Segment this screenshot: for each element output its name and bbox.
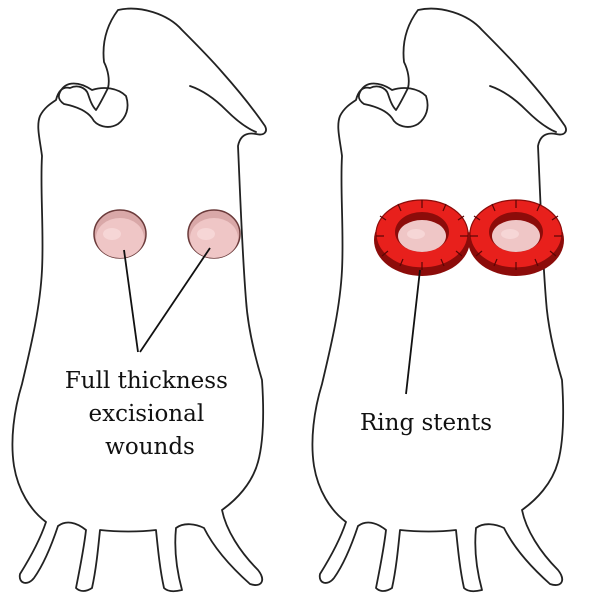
wound-label: Full thickness excisional wounds: [65, 368, 235, 460]
wound-right: [188, 210, 240, 258]
ring-stent-left: [374, 200, 470, 276]
panel-wounds: Full thickness excisional wounds: [12, 9, 266, 592]
mouse-body-outline: [312, 9, 566, 592]
mouse-neck-line: [190, 86, 256, 132]
panel-stents: Ring stents: [312, 9, 566, 592]
mouse-neck-line: [490, 86, 556, 132]
wound-left: [94, 210, 146, 258]
pointer-line-right-wound: [140, 248, 210, 352]
stent-label: Ring stents: [360, 410, 492, 436]
pointer-line-stent: [406, 270, 420, 394]
mouse-body-outline: [12, 9, 266, 592]
stent-label-line-1: Ring stents: [360, 410, 492, 436]
pointer-line-left-wound: [124, 250, 138, 352]
ring-stent-right: [468, 200, 564, 276]
wound-label-line-2: excisional: [88, 401, 204, 427]
wound-label-line-3: wounds: [105, 434, 195, 460]
wound-label-line-1: Full thickness: [65, 368, 228, 394]
